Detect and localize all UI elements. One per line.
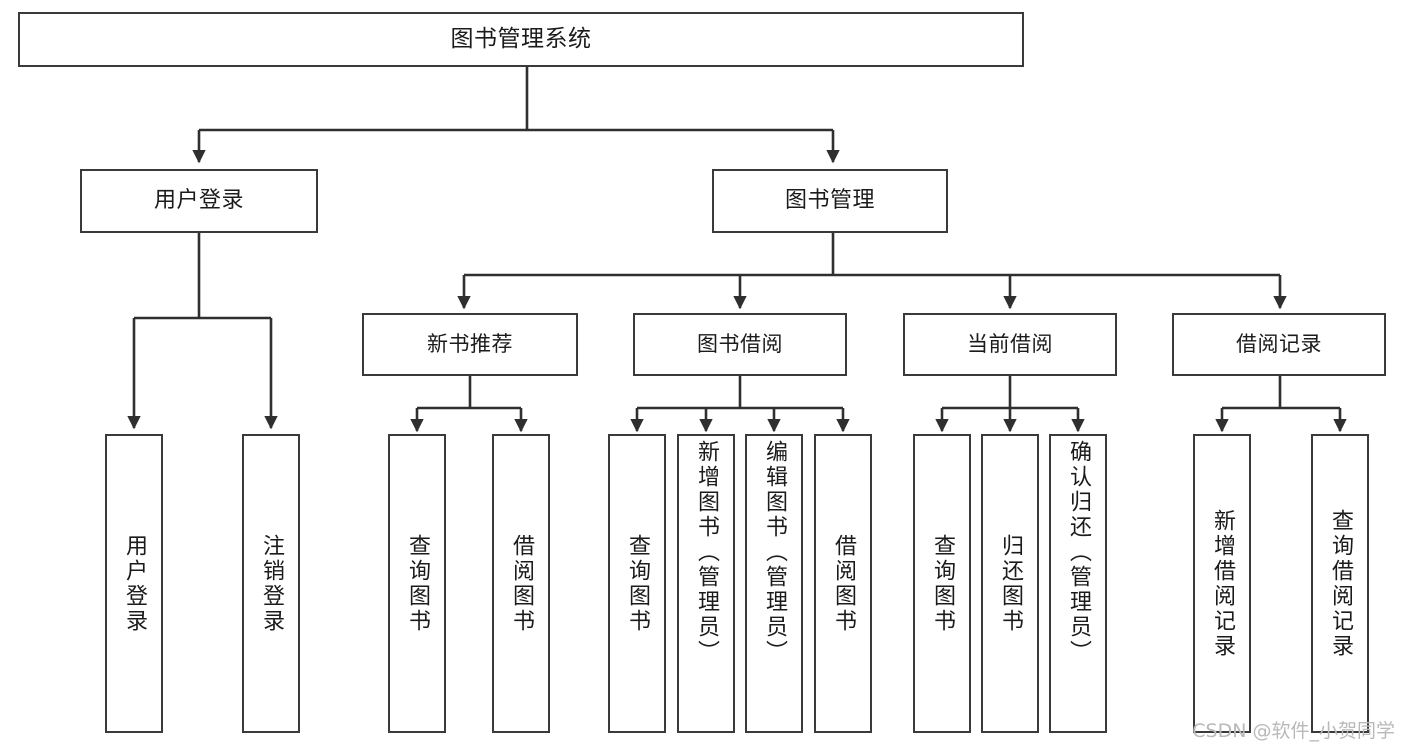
node-user-login[interactable]: 用户登录	[80, 169, 318, 233]
leaf-logout-label: 注销登录	[259, 533, 284, 634]
leaf-query-book-current-label: 查询图书	[930, 533, 955, 634]
node-book-borrow-label: 图书借阅	[697, 332, 783, 357]
leaf-add-borrow-record[interactable]: 新增借阅记录	[1193, 434, 1251, 733]
node-borrow-record[interactable]: 借阅记录	[1172, 313, 1386, 376]
node-current-borrow-label: 当前借阅	[967, 332, 1053, 357]
node-borrow-record-label: 借阅记录	[1236, 332, 1322, 357]
node-root-book-management-system[interactable]: 图书管理系统	[18, 12, 1024, 67]
leaf-logout[interactable]: 注销登录	[242, 434, 300, 733]
node-book-borrow[interactable]: 图书借阅	[633, 313, 847, 376]
leaf-query-book-recommend-label: 查询图书	[405, 533, 430, 634]
leaf-borrow-book-label: 借阅图书	[831, 533, 856, 634]
leaf-borrow-book[interactable]: 借阅图书	[814, 434, 872, 733]
node-new-book-recommend[interactable]: 新书推荐	[362, 313, 578, 376]
node-user-login-label: 用户登录	[153, 188, 244, 214]
node-book-management-label: 图书管理	[784, 188, 875, 214]
leaf-edit-book-admin[interactable]: 编辑图书（管理员）	[745, 434, 803, 733]
leaf-query-book-current[interactable]: 查询图书	[913, 434, 971, 733]
leaf-query-borrow-record-label: 查询借阅记录	[1328, 508, 1353, 659]
leaf-add-book-admin[interactable]: 新增图书（管理员）	[677, 434, 735, 733]
leaf-query-book-recommend[interactable]: 查询图书	[388, 434, 446, 733]
leaf-return-book-label: 归还图书	[998, 533, 1023, 634]
leaf-borrow-book-recommend-label: 借阅图书	[509, 533, 534, 634]
leaf-borrow-book-recommend[interactable]: 借阅图书	[492, 434, 550, 733]
node-book-management[interactable]: 图书管理	[712, 169, 948, 233]
node-root-label: 图书管理系统	[450, 25, 592, 52]
leaf-return-book[interactable]: 归还图书	[981, 434, 1039, 733]
leaf-query-book-borrow[interactable]: 查询图书	[608, 434, 666, 733]
leaf-edit-book-admin-label: 编辑图书（管理员）	[762, 440, 787, 665]
watermark-text: CSDN @软件_小贺同学	[1192, 720, 1395, 742]
leaf-add-book-admin-label: 新增图书（管理员）	[694, 440, 719, 665]
leaf-query-book-borrow-label: 查询图书	[625, 533, 650, 634]
node-new-book-recommend-label: 新书推荐	[427, 332, 513, 357]
leaf-user-login-label: 用户登录	[122, 533, 147, 634]
node-current-borrow[interactable]: 当前借阅	[903, 313, 1117, 376]
leaf-confirm-return-admin[interactable]: 确认归还（管理员）	[1049, 434, 1107, 733]
leaf-user-login[interactable]: 用户登录	[105, 434, 163, 733]
leaf-query-borrow-record[interactable]: 查询借阅记录	[1311, 434, 1369, 733]
leaf-confirm-return-admin-label: 确认归还（管理员）	[1066, 440, 1091, 665]
leaf-add-borrow-record-label: 新增借阅记录	[1210, 508, 1235, 659]
